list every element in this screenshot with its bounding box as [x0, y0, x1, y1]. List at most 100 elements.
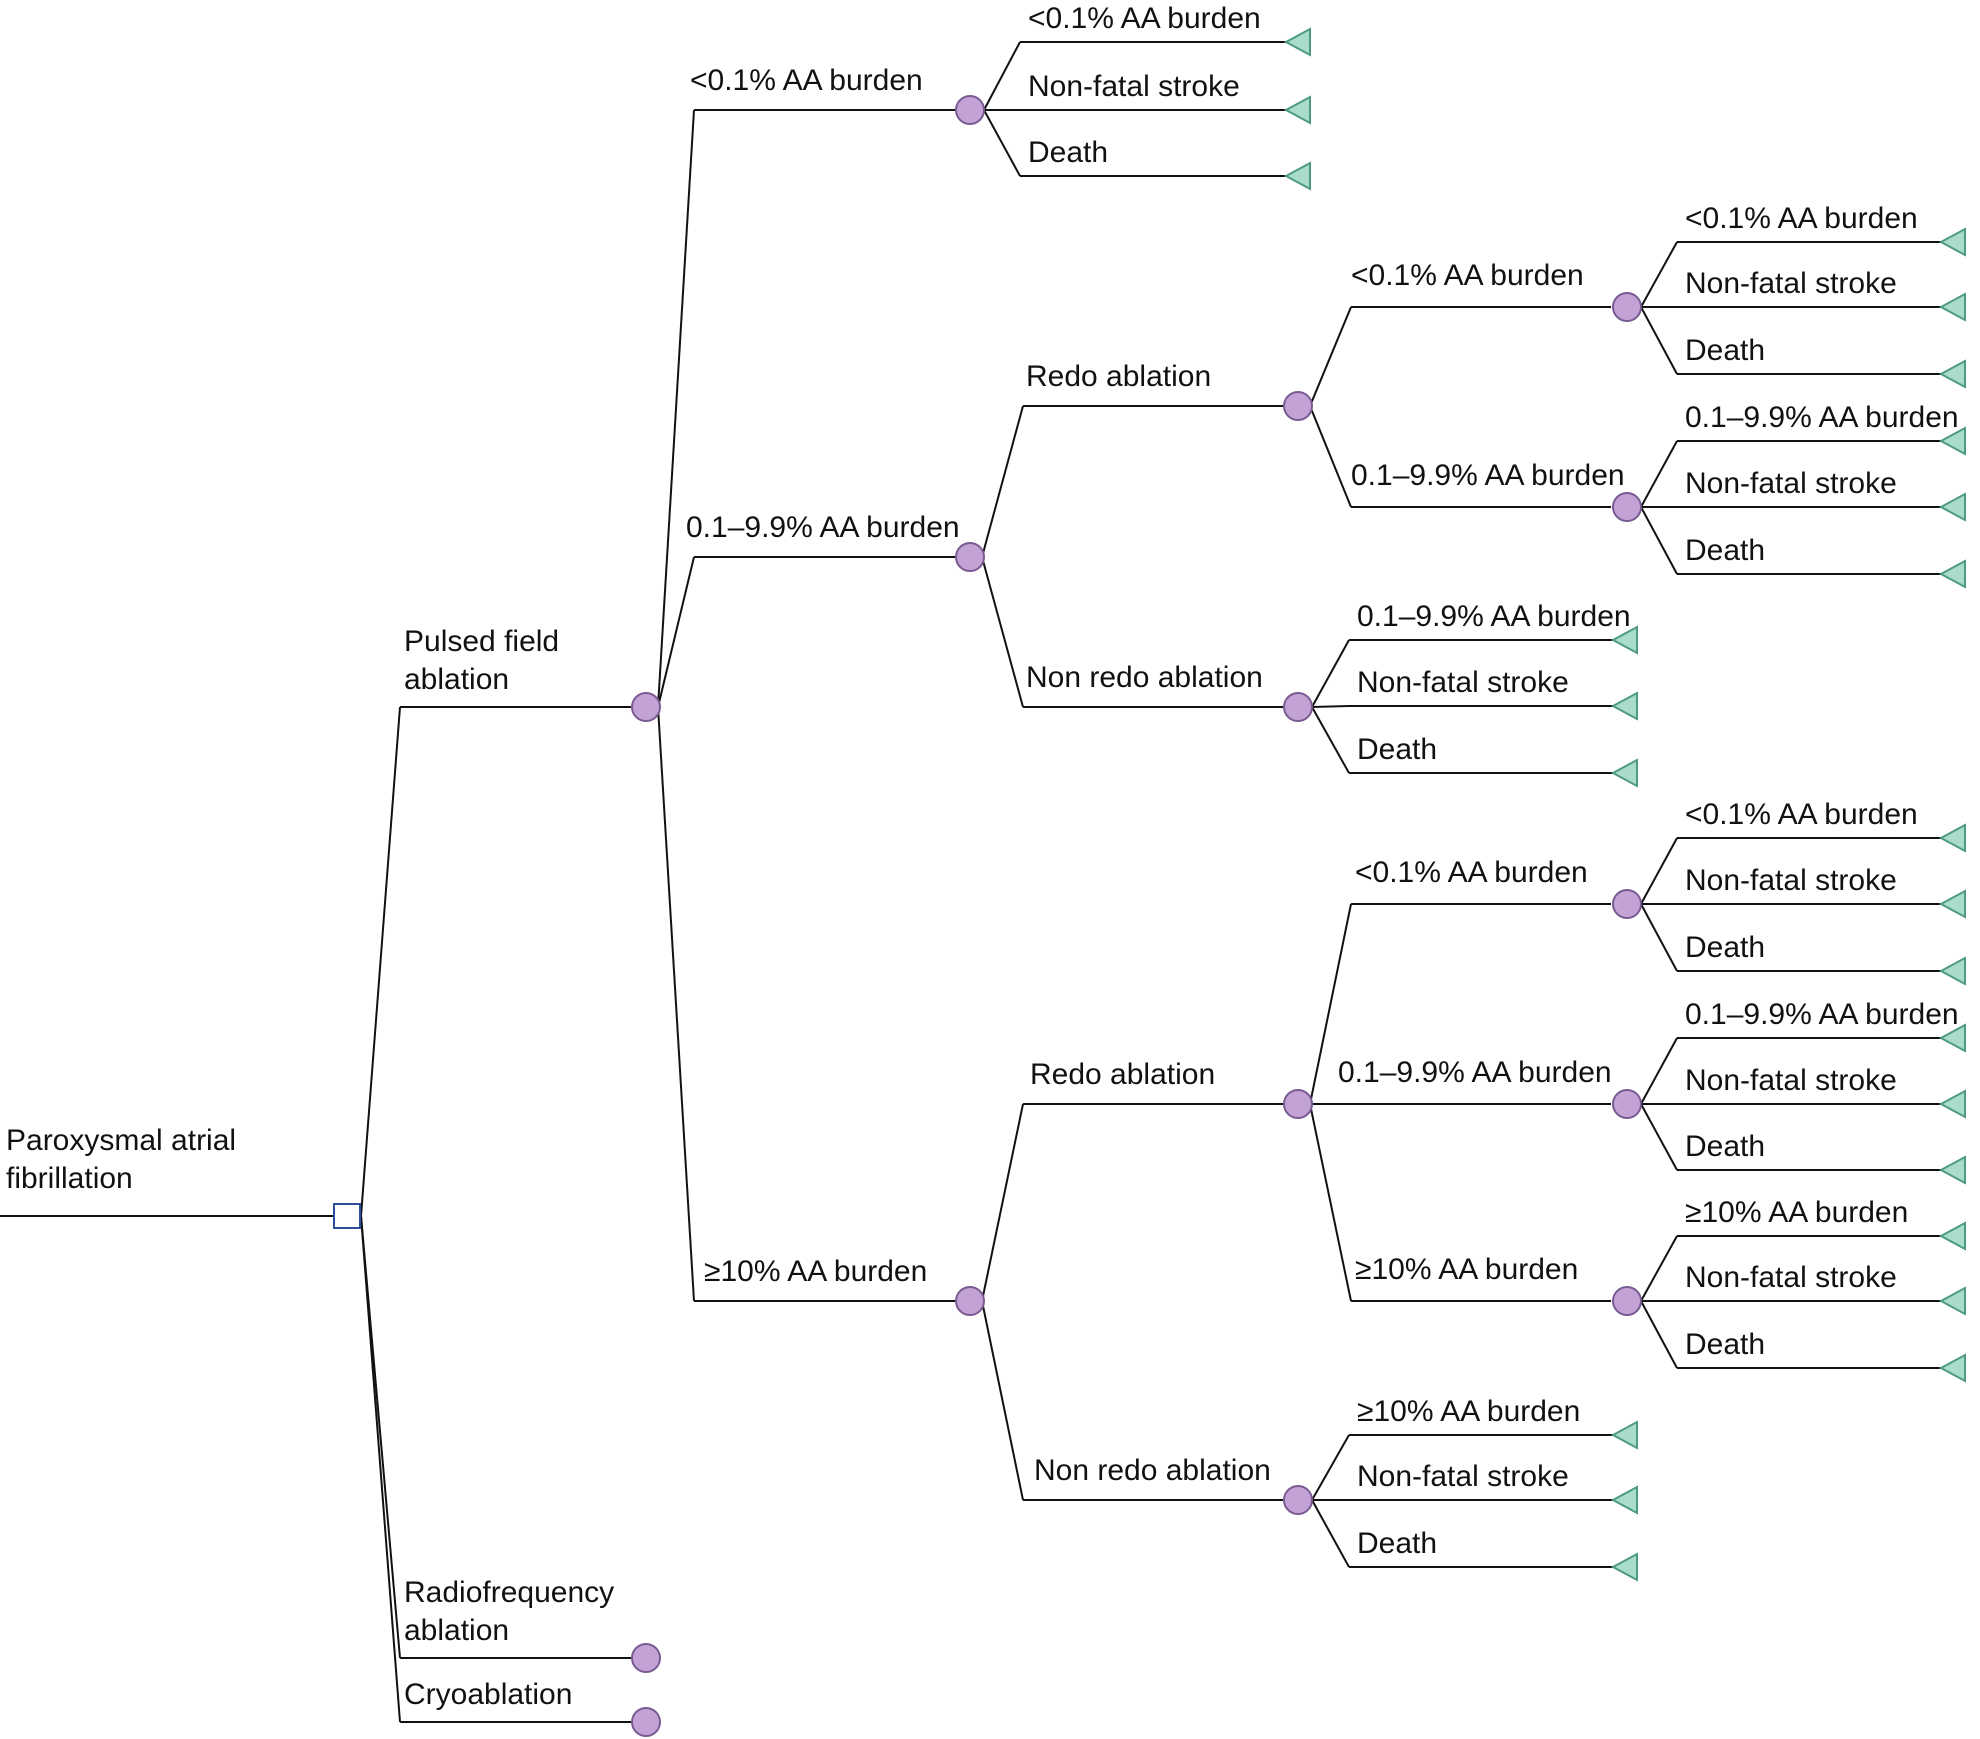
terminal-label: ≥10% AA burden — [1685, 1196, 1908, 1229]
branch-label: ≥10% AA burden — [1355, 1253, 1578, 1286]
leaf-diagonal — [983, 41, 1021, 111]
branch-label: Non redo ablation — [1034, 1454, 1271, 1487]
terminal-node — [1938, 559, 1966, 589]
branch-label: ≥10% AA burden — [704, 1255, 927, 1288]
terminal-node — [1938, 292, 1966, 322]
branch-diagonal — [657, 556, 695, 708]
branch-label: 0.1–9.9% AA burden — [686, 511, 960, 544]
terminal-label: Death — [1685, 1130, 1765, 1163]
chance-node — [955, 1286, 985, 1316]
terminal-node — [1938, 1023, 1966, 1053]
leaf-diagonal — [983, 109, 1021, 177]
branch-diagonal — [1309, 1103, 1352, 1302]
leaf-diagonal — [1640, 306, 1678, 375]
terminal-node — [1938, 426, 1966, 456]
terminal-label: Death — [1357, 1527, 1437, 1560]
chance-node — [1283, 391, 1313, 421]
terminal-label: Non-fatal stroke — [1028, 70, 1240, 103]
terminal-label: Non-fatal stroke — [1685, 467, 1897, 500]
terminal-node — [1610, 1485, 1638, 1515]
tree-edges — [0, 41, 1941, 1723]
leaf-diagonal — [1311, 706, 1350, 774]
branch-diagonal — [981, 1300, 1024, 1501]
branch-label: <0.1% AA burden — [690, 64, 923, 97]
terminal-node — [1938, 889, 1966, 919]
terminal-node — [1283, 161, 1311, 191]
chance-node — [631, 1707, 661, 1737]
terminal-label: 0.1–9.9% AA burden — [1685, 998, 1959, 1031]
leaf-diagonal — [1640, 440, 1678, 508]
leaf-diagonal — [1311, 705, 1350, 708]
branch-label: 0.1–9.9% AA burden — [1338, 1056, 1612, 1089]
chance-node — [1612, 1089, 1642, 1119]
terminal-node — [1938, 1353, 1966, 1383]
branch-label: Redo ablation — [1026, 360, 1211, 393]
leaf-diagonal — [1311, 1499, 1350, 1568]
terminal-label: <0.1% AA burden — [1685, 202, 1918, 235]
chance-node — [1283, 1485, 1313, 1515]
chance-node — [1612, 1286, 1642, 1316]
leaf-diagonal — [1640, 241, 1678, 308]
branch-label: 0.1–9.9% AA burden — [1351, 459, 1625, 492]
terminal-node — [1938, 1221, 1966, 1251]
terminal-node — [1938, 1155, 1966, 1185]
terminal-label: 0.1–9.9% AA burden — [1685, 401, 1959, 434]
branch-label: Redo ablation — [1030, 1058, 1215, 1091]
leaf-diagonal — [1640, 1103, 1678, 1171]
chance-node — [1283, 1089, 1313, 1119]
terminal-node — [1610, 1420, 1638, 1450]
terminal-node — [1610, 758, 1638, 788]
terminal-label: 0.1–9.9% AA burden — [1357, 600, 1631, 633]
terminal-node — [1938, 1089, 1966, 1119]
chance-node — [631, 1643, 661, 1673]
leaf-diagonal — [1640, 837, 1678, 905]
terminal-label: Non-fatal stroke — [1685, 1261, 1897, 1294]
branch-diagonal — [1309, 405, 1352, 508]
leaf-diagonal — [1640, 1235, 1678, 1302]
leaf-diagonal — [1640, 903, 1678, 972]
terminal-label: <0.1% AA burden — [1685, 798, 1918, 831]
branch-diagonal — [1309, 903, 1352, 1105]
branch-diagonal — [657, 706, 695, 1302]
terminal-node — [1938, 956, 1966, 986]
chance-node — [1612, 889, 1642, 919]
terminal-label: Non-fatal stroke — [1357, 666, 1569, 699]
decision-node — [333, 1203, 361, 1229]
terminal-label: Death — [1357, 733, 1437, 766]
terminal-label: Non-fatal stroke — [1357, 1460, 1569, 1493]
terminal-node — [1283, 95, 1311, 125]
terminal-label: Death — [1685, 1328, 1765, 1361]
branch-label: <0.1% AA burden — [1355, 856, 1588, 889]
terminal-node — [1938, 1286, 1966, 1316]
terminal-node — [1610, 625, 1638, 655]
branch-diagonal — [981, 405, 1024, 558]
terminal-label: Death — [1685, 931, 1765, 964]
terminal-label: Death — [1685, 334, 1765, 367]
terminal-label: Death — [1685, 534, 1765, 567]
leaf-diagonal — [1640, 1300, 1678, 1369]
terminal-node — [1938, 492, 1966, 522]
branch-diagonal — [360, 706, 401, 1217]
terminal-label: ≥10% AA burden — [1357, 1395, 1580, 1428]
branch-diagonal — [981, 1103, 1024, 1302]
branch-diagonal — [360, 1215, 401, 1723]
leaf-diagonal — [1640, 1037, 1678, 1105]
terminal-label: Non-fatal stroke — [1685, 267, 1897, 300]
branch-label: Non redo ablation — [1026, 661, 1263, 694]
chance-node — [1612, 292, 1642, 322]
terminal-label: <0.1% AA burden — [1028, 2, 1261, 35]
terminal-node — [1938, 359, 1966, 389]
terminal-node — [1610, 691, 1638, 721]
terminal-node — [1938, 823, 1966, 853]
terminal-label: Non-fatal stroke — [1685, 864, 1897, 897]
chance-node — [1612, 492, 1642, 522]
chance-node — [631, 692, 661, 722]
chance-node — [955, 542, 985, 572]
branch-label: <0.1% AA burden — [1351, 259, 1584, 292]
branch-diagonal — [657, 109, 695, 708]
terminal-label: Death — [1028, 136, 1108, 169]
